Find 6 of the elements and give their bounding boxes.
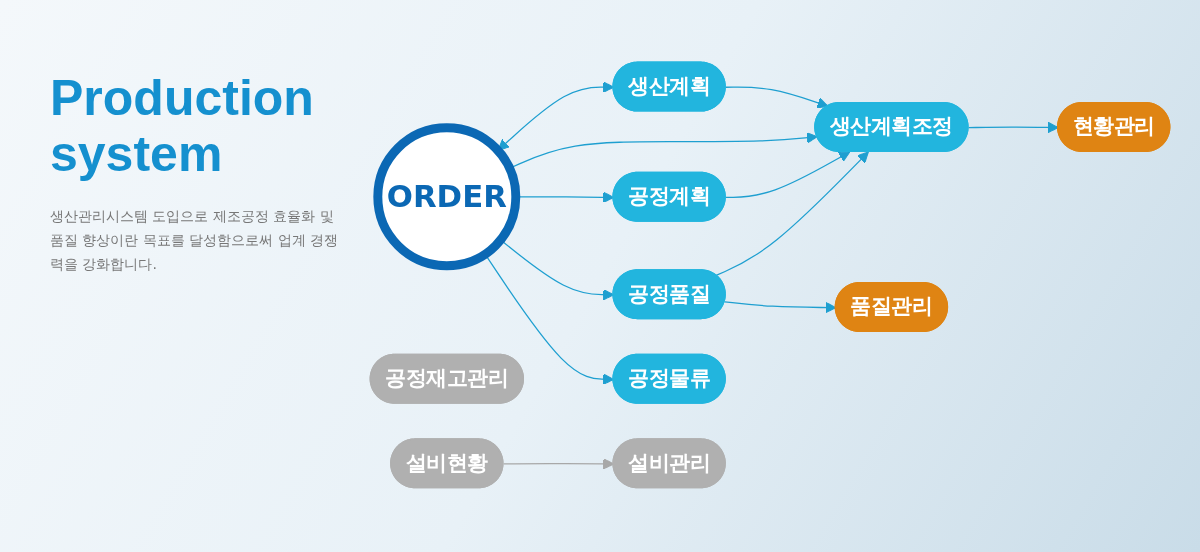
- arrow: [725, 151, 851, 199]
- description-text: 생산관리시스템 도입으로 제조공정 효율화 및 품질 향상이란 목표를 달성함으로써 업계 경쟁력을 강화합니다.: [50, 207, 340, 274]
- node-circle: ORDER: [373, 123, 521, 271]
- title: Production system: [50, 70, 315, 182]
- arrow: [725, 86, 829, 109]
- arrow: [715, 151, 869, 277]
